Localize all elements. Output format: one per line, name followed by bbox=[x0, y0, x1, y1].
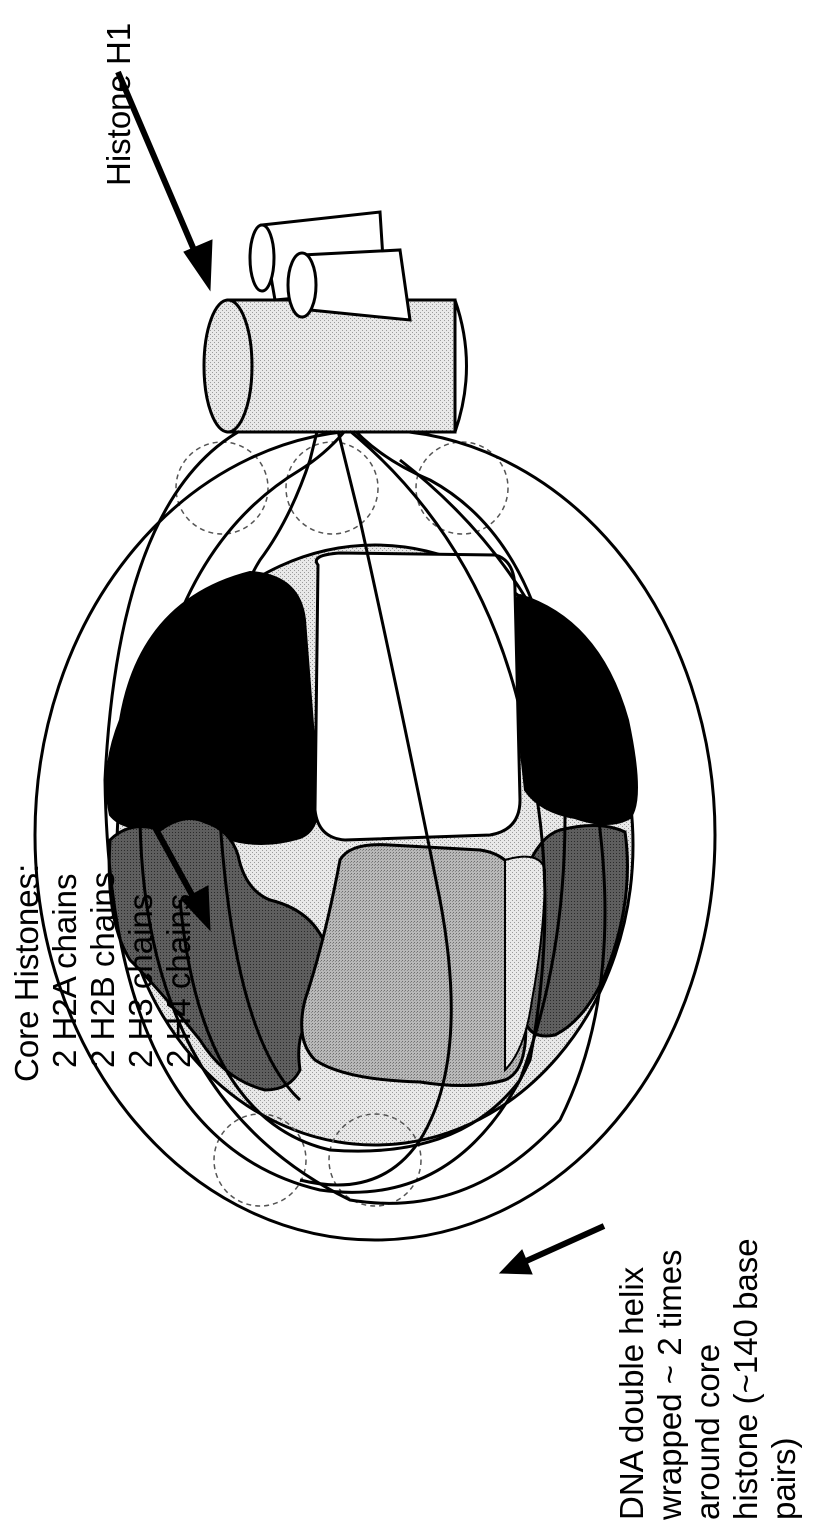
label-dna: DNA double helix wrapped ~ 2 times aroun… bbox=[613, 1238, 802, 1521]
label-core-histones: Core Histones: 2 H2A chains 2 H2B chains… bbox=[8, 864, 197, 1082]
arrow-dna-shaft bbox=[524, 1226, 604, 1262]
h1-far-edge bbox=[455, 300, 467, 432]
dna-label-line-4: histone (~140 base bbox=[727, 1238, 764, 1520]
linker-dna-lower-cap bbox=[288, 253, 316, 317]
dna-section-bottom-1 bbox=[214, 1114, 306, 1206]
core-histones-title: Core Histones: bbox=[8, 864, 45, 1082]
histone-h3 bbox=[315, 553, 520, 840]
histone-h1-cylinder bbox=[204, 300, 467, 432]
core-histones-h3: 2 H3 chains bbox=[122, 894, 159, 1068]
h1-body bbox=[228, 300, 455, 432]
h1-end-cap bbox=[204, 300, 252, 432]
label-histone-h1: Histone H1 bbox=[100, 23, 137, 186]
core-histones-h2b: 2 H2B chains bbox=[84, 872, 121, 1068]
dna-label-line-2: wrapped ~ 2 times bbox=[651, 1249, 688, 1521]
dna-label-line-5: pairs) bbox=[765, 1437, 802, 1520]
dna-label-line-1: DNA double helix bbox=[613, 1266, 650, 1520]
histone-h1-label: Histone H1 bbox=[100, 23, 137, 186]
linker-dna-lower bbox=[302, 250, 410, 320]
core-histones-h4: 2 H4 chains bbox=[160, 894, 197, 1068]
histone-h4 bbox=[302, 845, 526, 1086]
arrow-histone-h1-head bbox=[184, 240, 212, 290]
core-histones-h2a: 2 H2A chains bbox=[46, 874, 83, 1068]
dna-label-line-3: around core bbox=[689, 1344, 726, 1520]
histone-h2a-lower bbox=[510, 595, 637, 824]
linker-dna-upper-cap bbox=[250, 225, 274, 291]
arrow-dna-head bbox=[500, 1250, 532, 1274]
